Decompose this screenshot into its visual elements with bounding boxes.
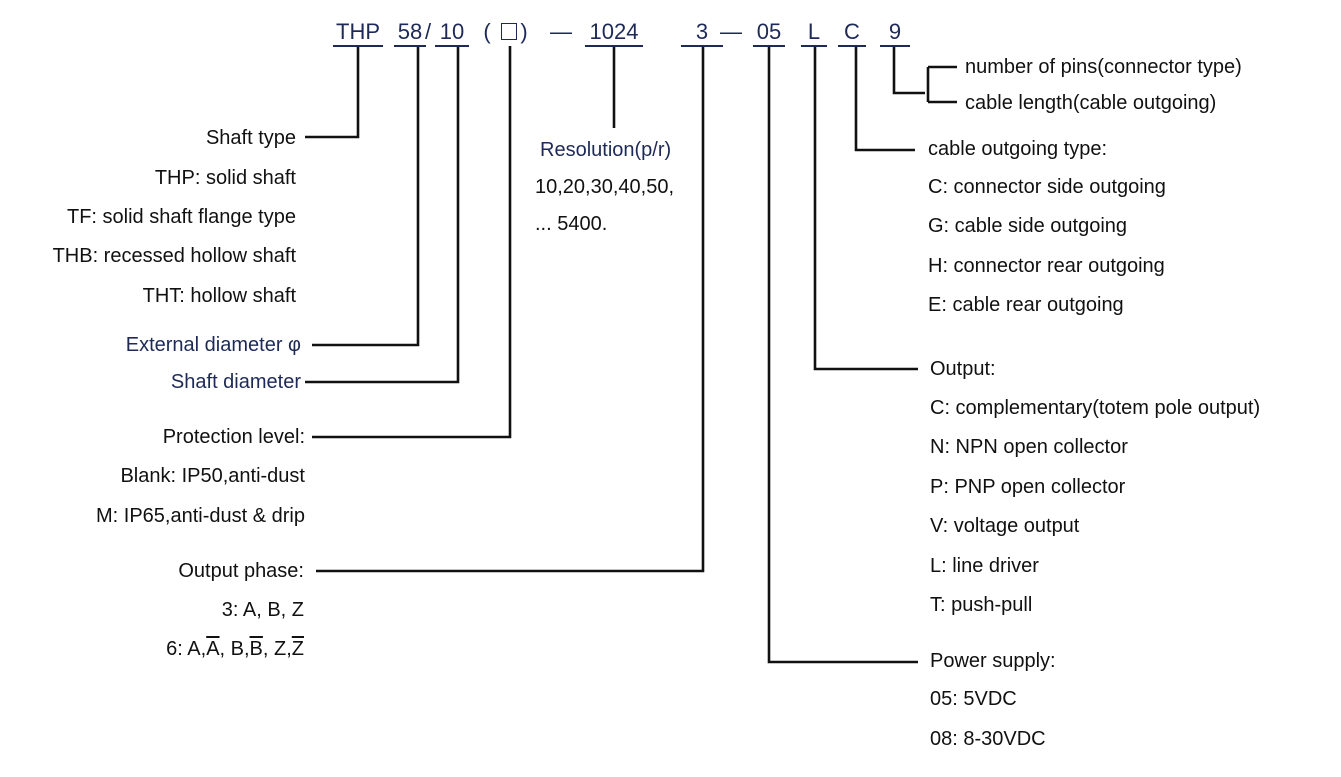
line-power-supply [767,46,918,664]
output-item: T: push-pull [930,594,1033,616]
cable-outgoing-item: C: connector side outgoing [928,176,1166,198]
output-title: Output: [930,358,996,380]
line-pins-stem [892,46,925,95]
code-shaft-diameter: 10 [435,21,469,47]
line-shaft-diameter [305,46,460,384]
cable-length-label: cable length(cable outgoing) [965,92,1217,114]
shaft-type-item: TF: solid shaft flange type [66,206,296,228]
code-series: THP [333,21,383,47]
protection-title: Protection level: [162,426,305,448]
protection-item: Blank: IP50,anti-dust [120,465,305,487]
output-phase-title: Output phase: [178,560,304,582]
line-external-diameter [312,46,420,347]
output-item: P: PNP open collector [930,476,1126,498]
cable-outgoing-item: G: cable side outgoing [928,215,1128,237]
code-dash-2: — [720,19,742,44]
shaft-type-item: THP: solid shaft [154,167,296,189]
shaft-diameter-label: Shaft diameter [170,371,301,393]
output-item: V: voltage output [930,515,1080,537]
shaft-type-item: THB: recessed hollow shaft [52,245,296,267]
protection-item: M: IP65,anti-dust & drip [96,505,305,527]
output-item: C: complementary(totem pole output) [930,397,1261,419]
line-output-phase [316,46,705,573]
resolution-values-end: ... 5400. [535,213,608,235]
cable-outgoing-title: cable outgoing type: [928,138,1108,160]
external-diameter-label: External diameter φ [125,334,301,356]
resolution-title: Resolution(p/r) [540,139,672,161]
cable-outgoing-item: H: connector rear outgoing [928,255,1165,277]
output-phase-item-6: 6: A,A, B,B, Z,Z [166,638,304,660]
line-shaft-type [305,46,360,139]
line-protection [312,46,512,439]
code-external-diameter: 58 [394,21,426,47]
cable-outgoing-item: E: cable rear outgoing [928,294,1124,316]
code-slash: / [424,19,432,44]
code-paren-close: ) [520,19,528,44]
power-supply-item: 05: 5VDC [930,688,1017,710]
line-cable-outgoing [854,46,915,152]
power-supply-item: 08: 8-30VDC [930,728,1046,750]
code-outgoing: C [838,21,866,47]
shaft-type-title: Shaft type [205,127,296,149]
code-paren-open: ( [483,19,491,44]
code-supply: 05 [753,21,785,47]
line-output [813,46,918,371]
power-supply-title: Power supply: [930,650,1056,672]
code-phase: 3 [681,21,723,47]
code-pins: 9 [880,21,910,47]
code-dash-1: — [550,19,572,44]
output-item: L: line driver [930,555,1039,577]
pins-label: number of pins(connector type) [965,56,1242,78]
code-protection-box [496,21,522,43]
resolution-values: 10,20,30,40,50, [535,176,675,198]
output-item: N: NPN open collector [930,436,1128,458]
code-output: L [801,21,827,47]
output-phase-item: 3: A, B, Z [221,599,304,621]
code-resolution: 1024 [585,21,643,47]
shaft-type-item: THT: hollow shaft [142,285,296,307]
